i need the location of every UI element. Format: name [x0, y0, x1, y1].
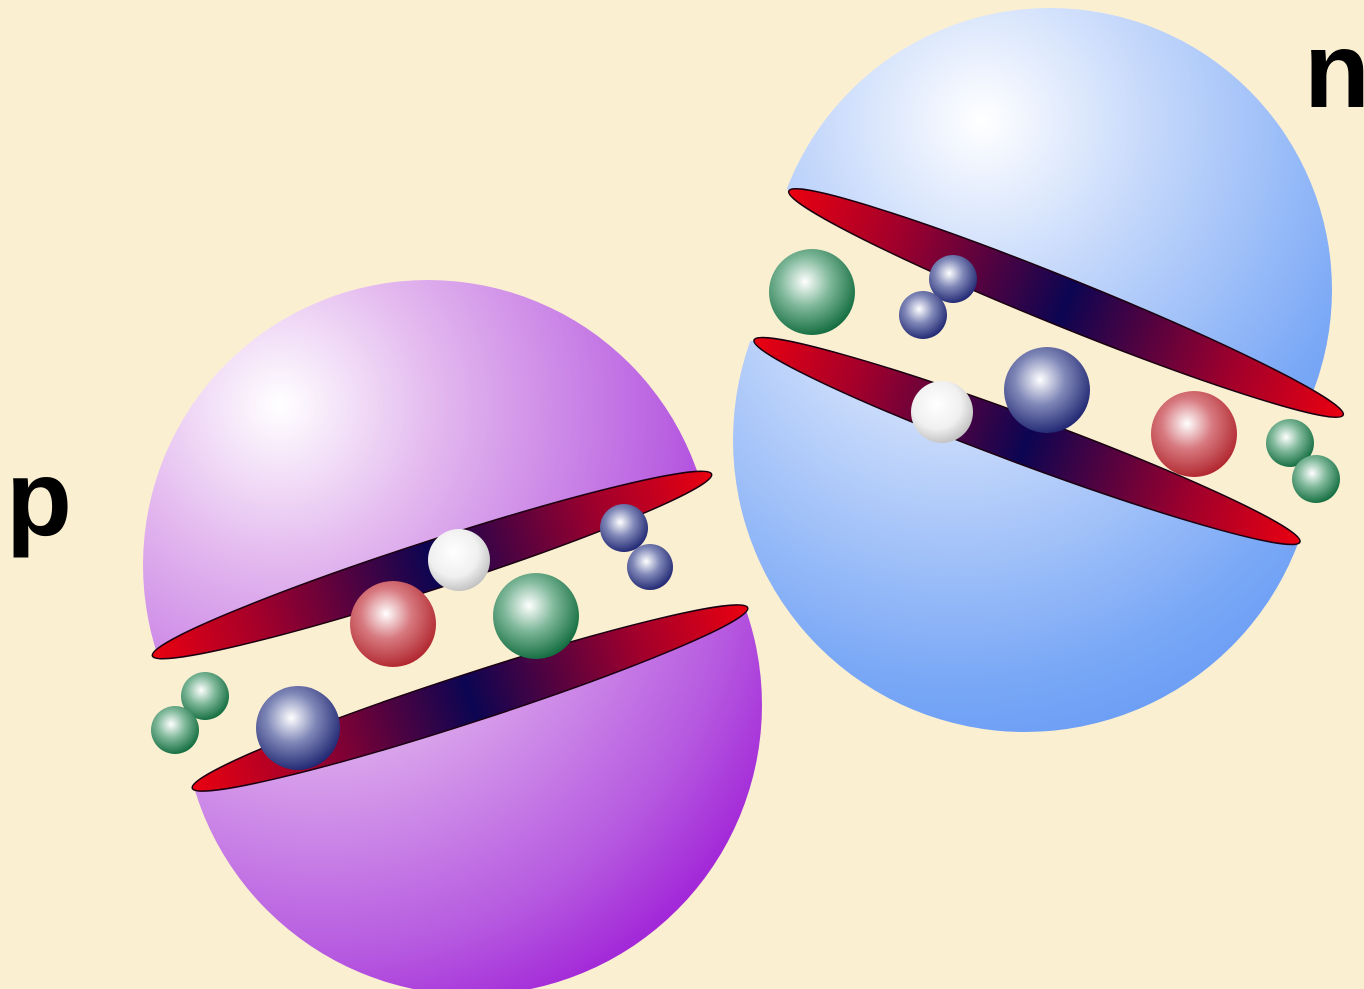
quark-green-small [1266, 419, 1314, 467]
quark-green-small [1292, 455, 1340, 503]
quark-blue-small [600, 504, 648, 552]
quark-blue [1004, 347, 1090, 433]
quark-green-small [151, 706, 199, 754]
quark-white [911, 381, 973, 443]
quark-red [1151, 391, 1237, 477]
quark-white [428, 529, 490, 591]
quark-green-small [181, 672, 229, 720]
quark-red [350, 581, 436, 667]
quark-blue-small [627, 544, 673, 590]
neutron-cut-upper [787, 188, 1345, 418]
neutron-label: n [1304, 9, 1364, 130]
proton-label: p [6, 437, 72, 558]
proton [143, 280, 762, 989]
quark-blue [256, 686, 340, 770]
quark-green [493, 573, 579, 659]
quark-blue-small [899, 291, 947, 339]
quark-green [769, 249, 855, 335]
neutron [733, 8, 1345, 732]
quark-blue-small [929, 255, 977, 303]
